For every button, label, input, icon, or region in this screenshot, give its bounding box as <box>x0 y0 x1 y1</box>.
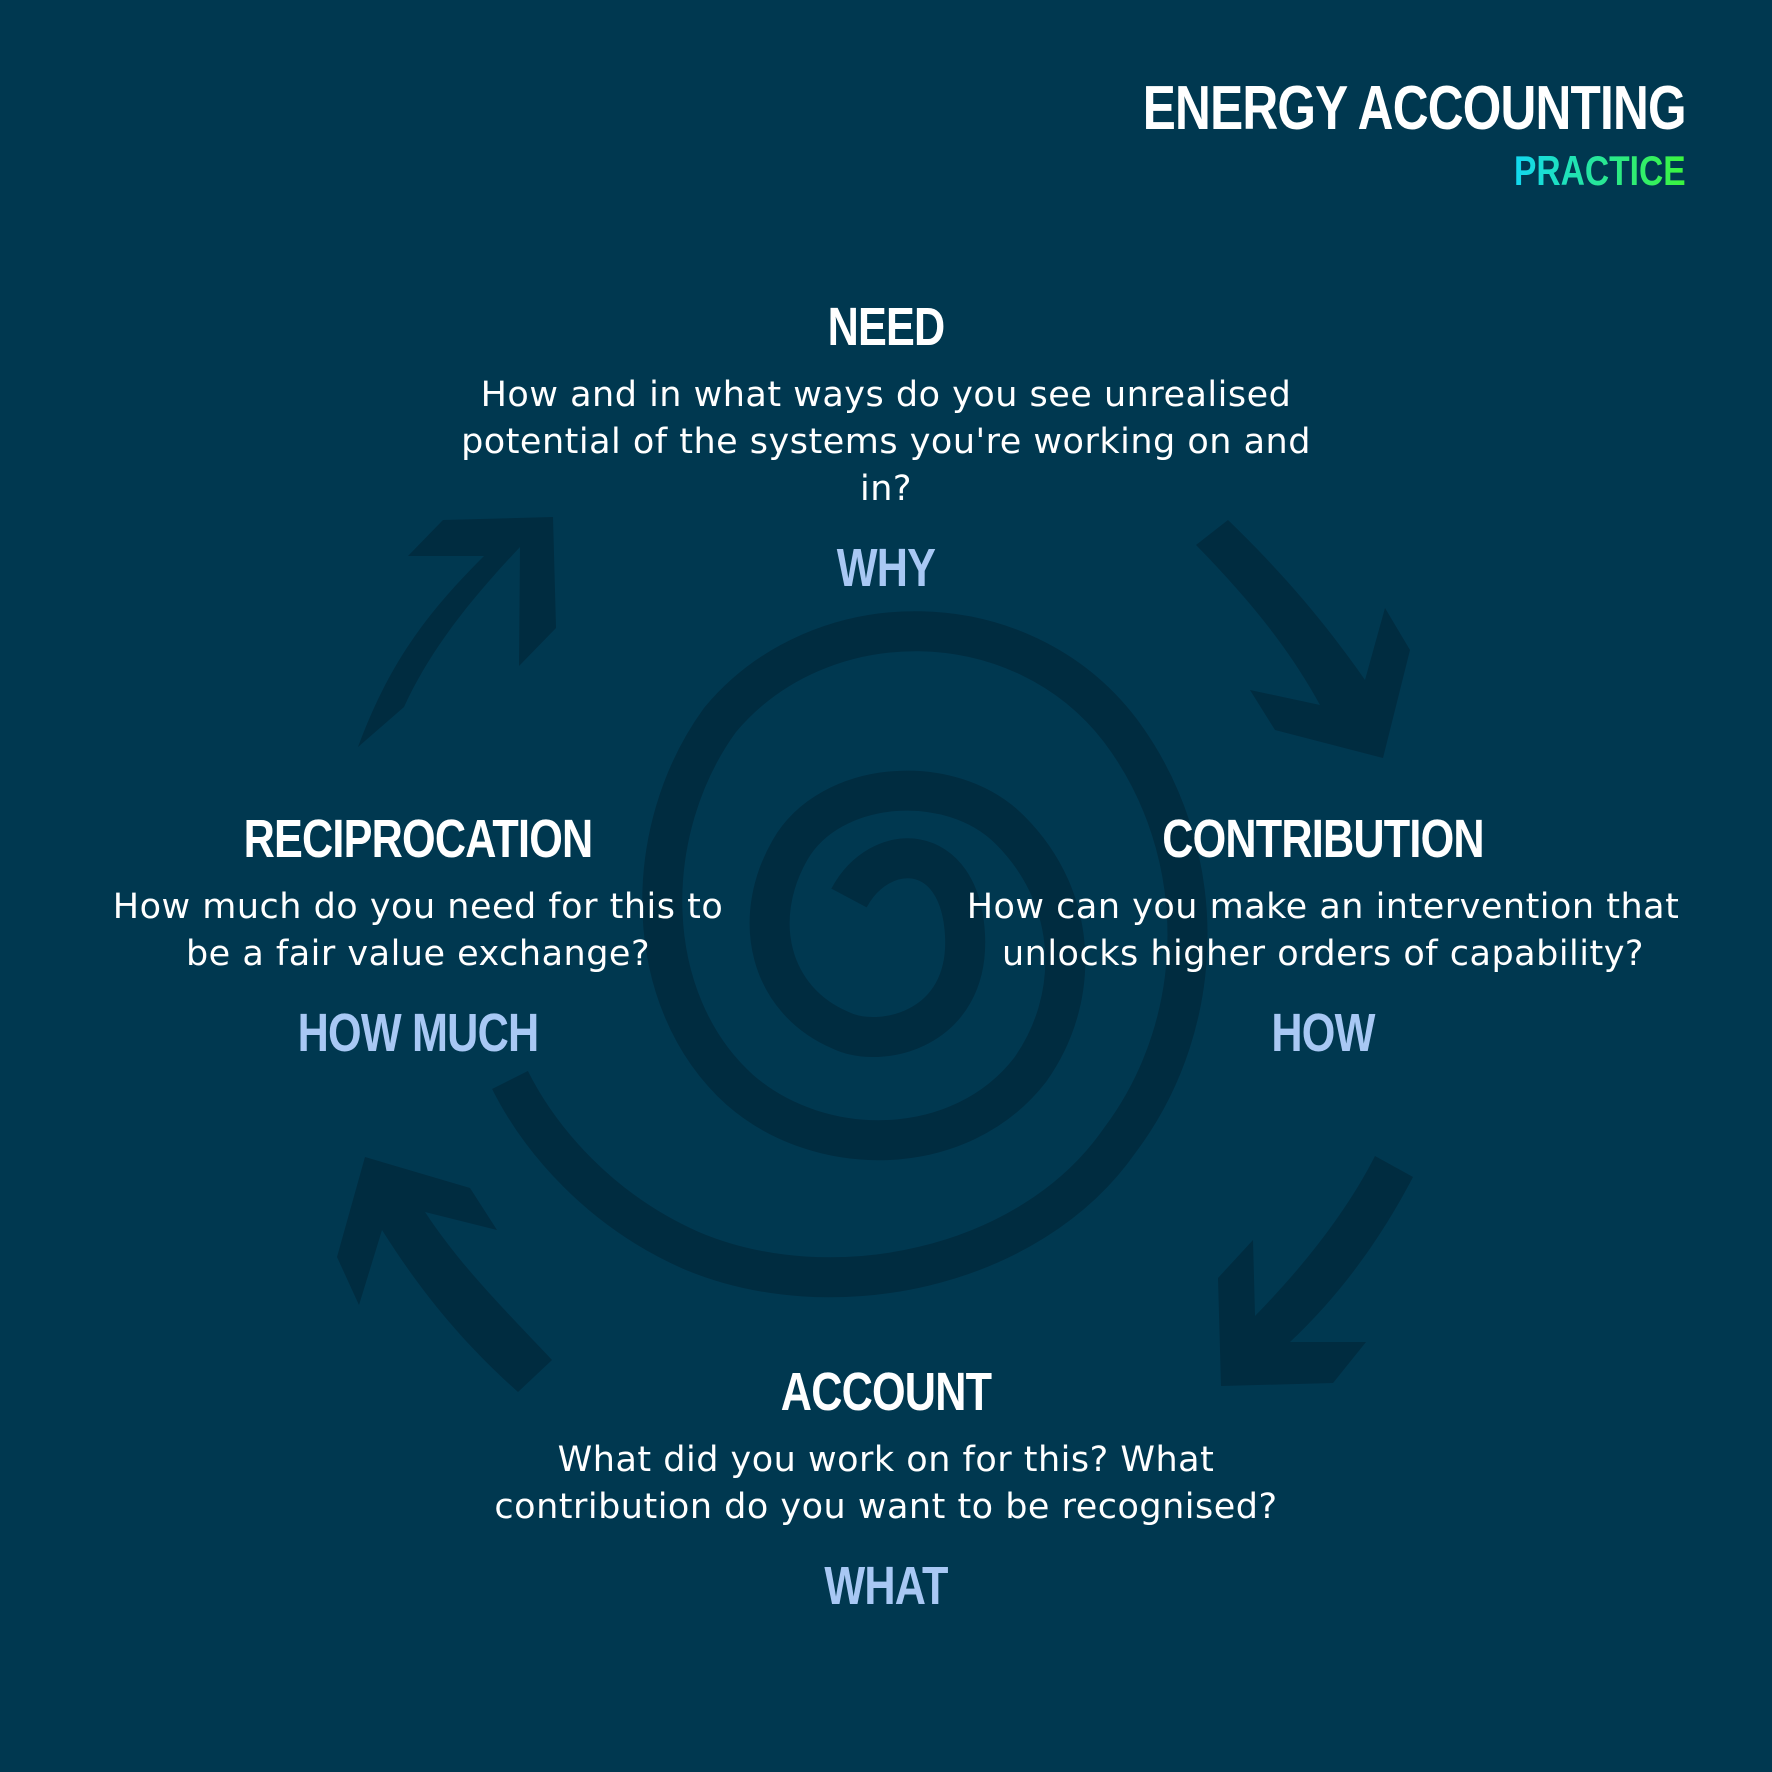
spiral-icon <box>492 611 1208 1298</box>
question-line: unlocks higher orders of capability? <box>1001 934 1645 974</box>
arrow-icon <box>1196 520 1410 758</box>
arrow-icon <box>337 1157 552 1392</box>
node-need: NEED How and in what ways do you see unr… <box>443 300 1329 595</box>
node-title: ACCOUNT <box>780 1362 992 1422</box>
node-tag: WHAT <box>824 1556 948 1616</box>
node-question: How and in what ways do you see unrealis… <box>443 372 1329 513</box>
question-line: How can you make an intervention that <box>966 887 1680 927</box>
node-reciprocation: RECIPROCATION How much do you need for t… <box>113 812 723 1060</box>
node-question: How much do you need for this to be a fa… <box>113 884 723 978</box>
question-line: What did you work on for this? What <box>557 1440 1215 1480</box>
question-line: contribution do you want to be recognise… <box>494 1487 1278 1527</box>
arrow-icon <box>358 517 556 747</box>
question-line: How and in what ways do you see unrealis… <box>480 375 1292 415</box>
brand-header: ENERGY ACCOUNTING PRACTICE <box>1007 74 1687 194</box>
brand-subtitle: PRACTICE <box>1514 147 1686 194</box>
node-contribution: CONTRIBUTION How can you make an interve… <box>967 812 1680 1060</box>
node-question: What did you work on for this? What cont… <box>494 1437 1277 1531</box>
node-title: NEED <box>827 297 946 357</box>
node-tag: HOW MUCH <box>297 1003 540 1063</box>
brand-title: ENERGY ACCOUNTING <box>1142 74 1687 143</box>
node-title: RECIPROCATION <box>243 809 594 869</box>
question-line: be a fair value exchange? <box>185 934 651 974</box>
arrow-icon <box>1218 1156 1413 1386</box>
question-line: How much do you need for this to <box>112 887 724 927</box>
node-tag: HOW <box>1271 1003 1375 1063</box>
node-question: How can you make an intervention that un… <box>967 884 1680 978</box>
node-tag: WHY <box>836 538 936 598</box>
node-account: ACCOUNT What did you work on for this? W… <box>494 1365 1277 1613</box>
question-line: potential of the systems you're working … <box>461 422 1311 509</box>
node-title: CONTRIBUTION <box>1162 809 1484 869</box>
